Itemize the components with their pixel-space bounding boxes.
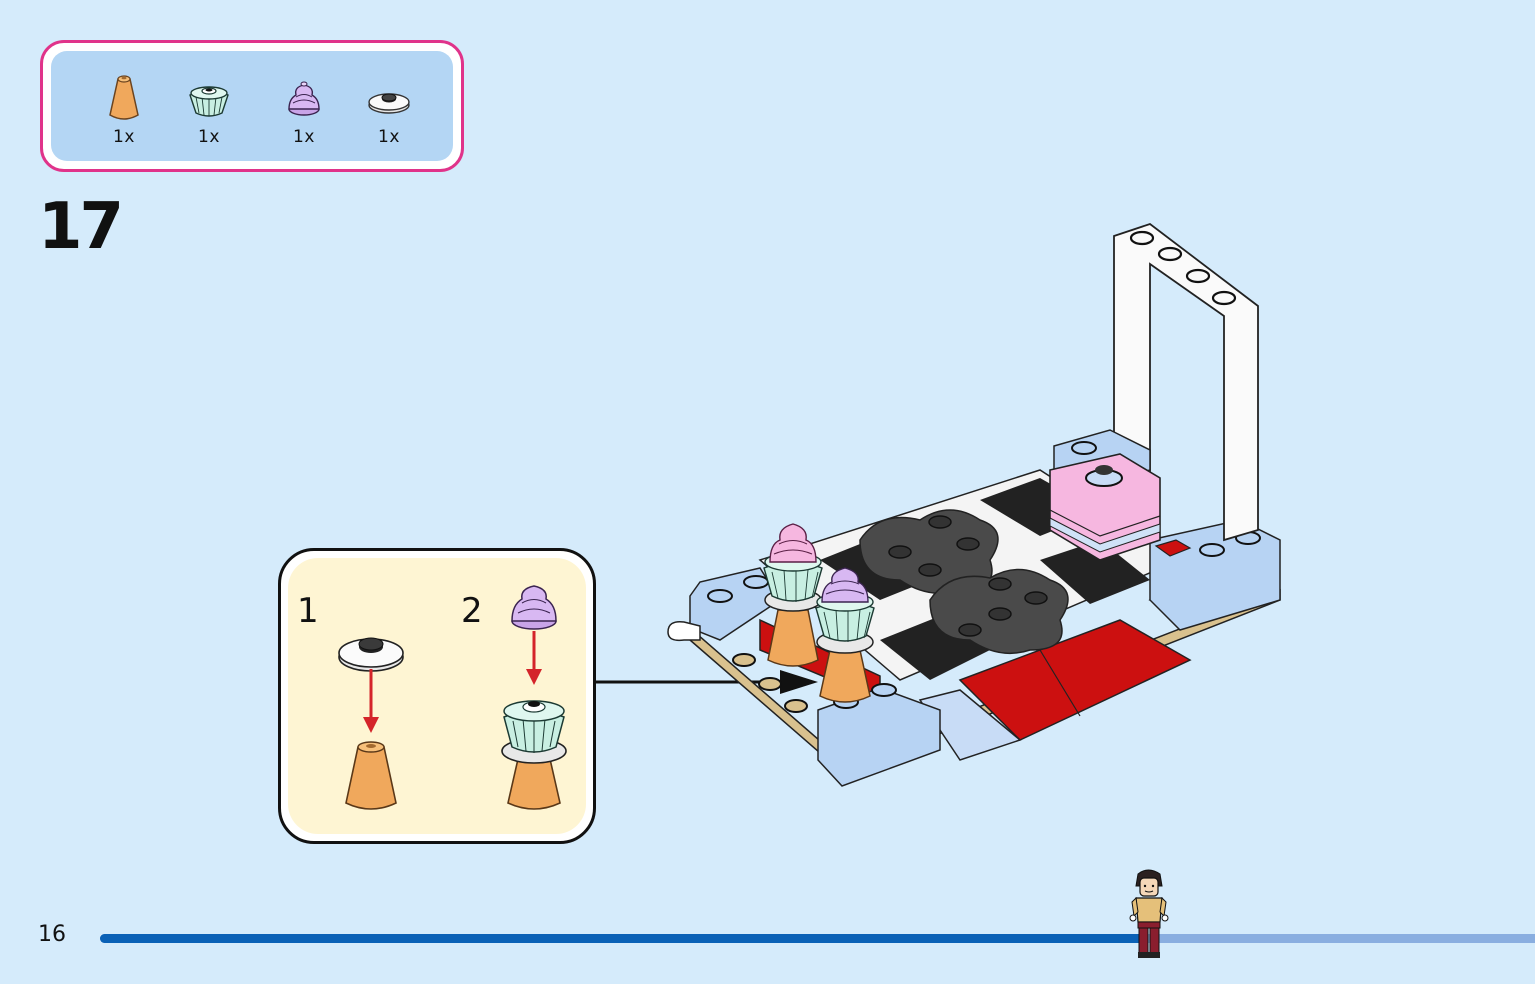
part-quantity: 1x — [198, 127, 220, 147]
mint-cupcake-liner-icon — [189, 86, 229, 117]
tan-cone-icon — [109, 75, 139, 120]
build-progress-fill — [100, 934, 1144, 943]
part-mint-cupcake-liner: 1x — [174, 69, 244, 149]
part-quantity: 1x — [293, 127, 315, 147]
substep-1-label: 1 — [297, 591, 319, 631]
build-progress-bar — [100, 934, 1535, 943]
part-quantity: 1x — [378, 127, 400, 147]
parts-list-box: 1x 1x 1x — [40, 40, 464, 172]
part-white-round-plate: 1x — [354, 69, 424, 149]
prince-minifigure-icon — [1129, 869, 1169, 958]
substep-2-label: 2 — [461, 591, 483, 631]
part-quantity: 1x — [113, 127, 135, 147]
lavender-cupcake — [815, 567, 875, 703]
pink-cupcake — [763, 523, 823, 667]
step-number: 17 — [38, 190, 124, 264]
parts-list-panel: 1x 1x 1x — [51, 51, 453, 161]
callout-pointer-arrow — [596, 670, 818, 694]
substep-2-drawing — [501, 585, 567, 810]
white-round-plate-icon — [368, 93, 410, 114]
model-illustration — [667, 222, 1281, 787]
subassembly-illustration — [338, 585, 567, 810]
part-tan-cone: 1x — [89, 69, 159, 149]
lavender-cupcake-top-icon — [288, 81, 320, 116]
page-number: 16 — [38, 922, 66, 947]
subassembly-callout: 1 2 — [278, 548, 596, 844]
substep-1-drawing — [338, 637, 404, 810]
part-lavender-cupcake-top: 1x — [269, 69, 339, 149]
